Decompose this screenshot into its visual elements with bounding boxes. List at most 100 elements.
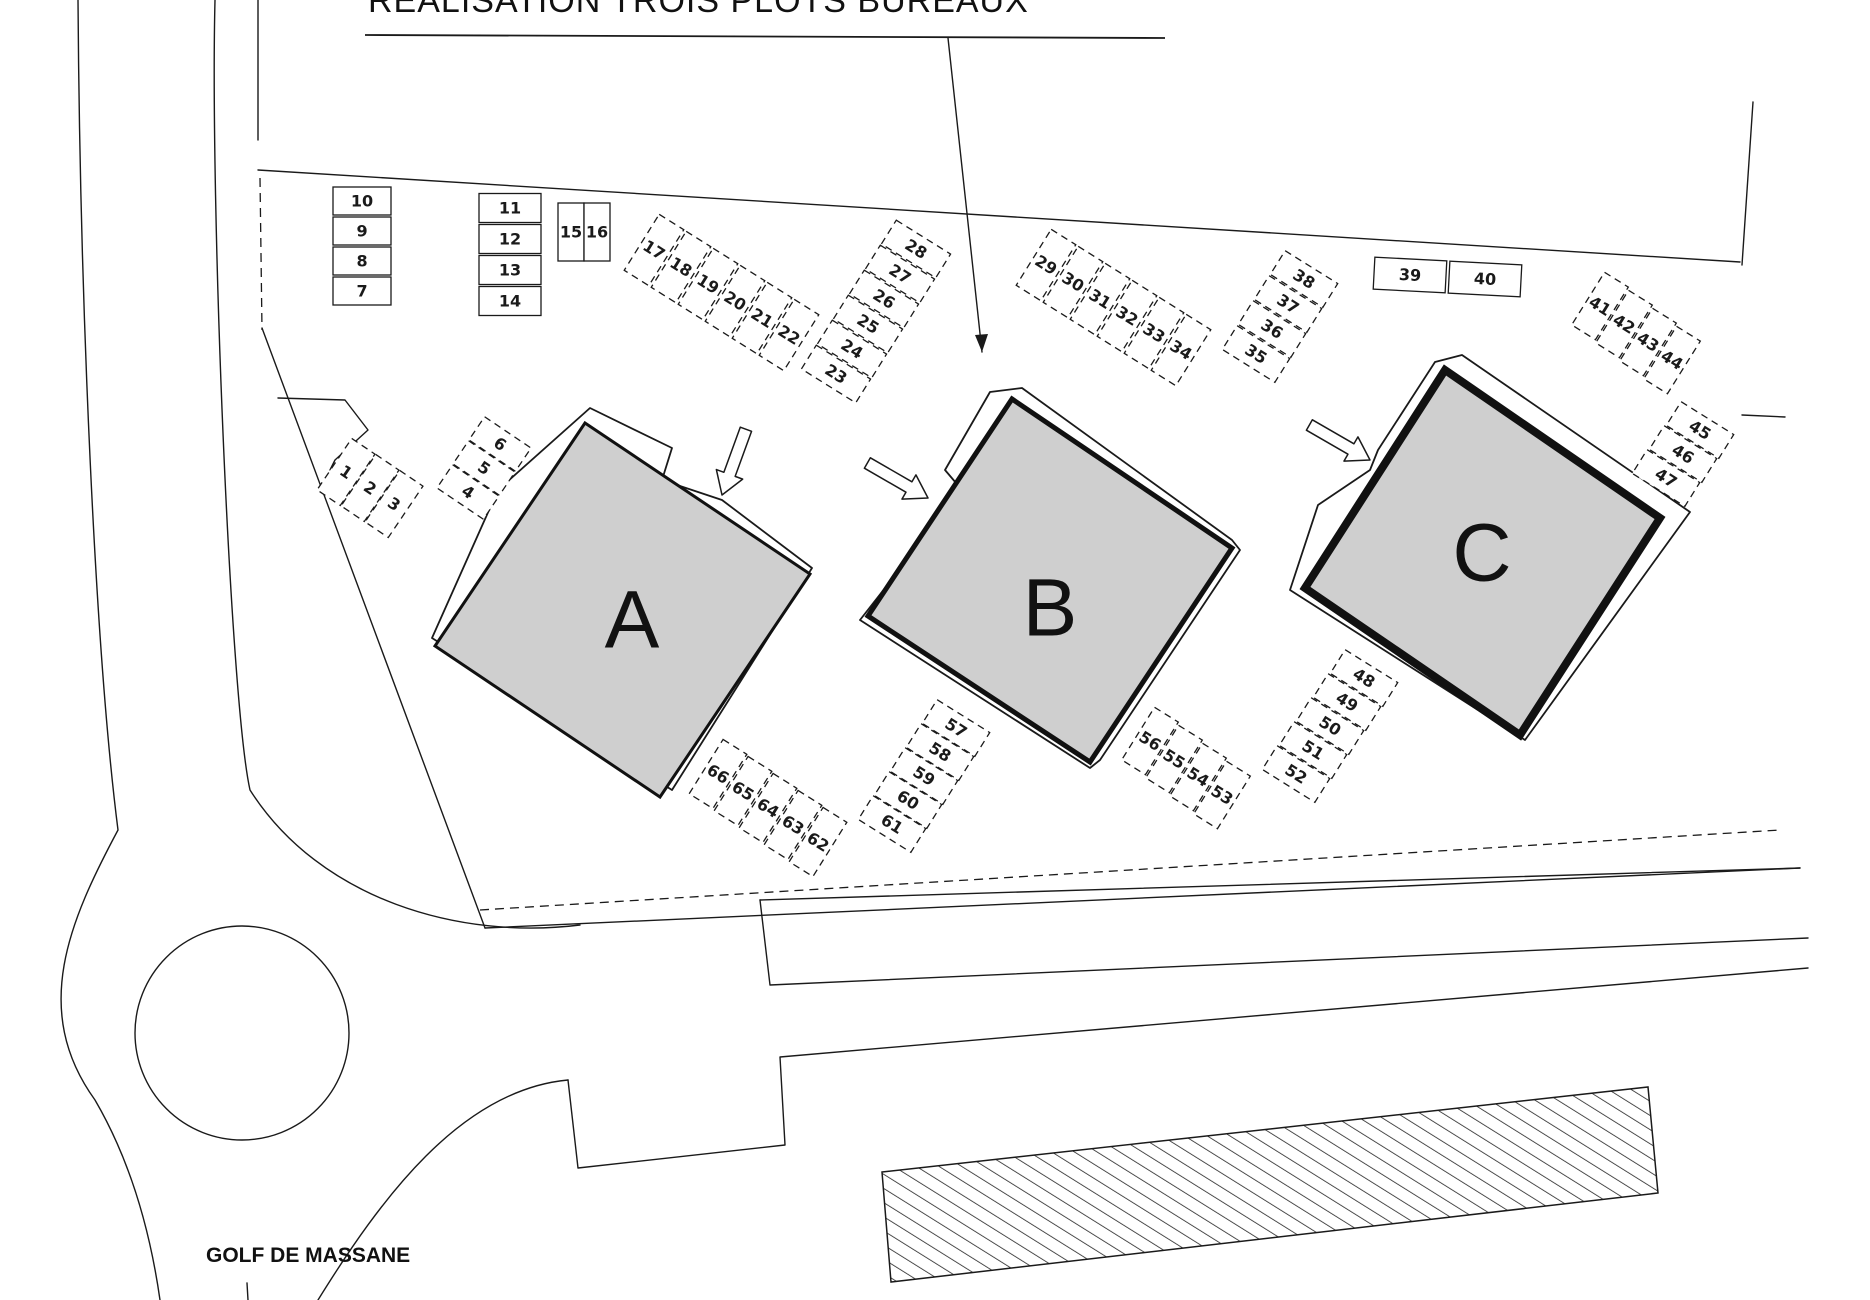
parking-stall: 18 [650, 230, 712, 304]
parking-stall-outline [1631, 448, 1701, 508]
parking-stall: 35 [1221, 324, 1291, 384]
parking-stall: 10 [332, 186, 392, 216]
parking-stall-outline [800, 344, 872, 404]
parking-stall: 29 [1015, 228, 1077, 302]
parking-stall: 49 [1312, 672, 1382, 732]
parking-stall-outline [1150, 313, 1212, 387]
parking-stall: 5 [452, 439, 516, 497]
golf-de-massane-label: GOLF DE MASSANE [206, 1244, 410, 1300]
parking-stall-number: 15 [560, 223, 582, 242]
building-c-label: C [1452, 508, 1511, 599]
parking-stall: 16 [583, 202, 611, 262]
parking-stall: 41 [1570, 271, 1630, 341]
parking-stall-number: 8 [356, 252, 367, 271]
parking-stall-outline [478, 285, 542, 317]
parking-stall-outline [1120, 706, 1180, 776]
parking-stall-outline [1237, 299, 1307, 359]
parking-stall: 38 [1269, 249, 1339, 309]
parking-stall: 15 [557, 202, 585, 262]
entrance-arrow-c [1305, 419, 1371, 462]
parking-stall-outline [332, 276, 392, 306]
parking-stall-outline [1372, 256, 1448, 294]
parking-stall-outline [880, 219, 952, 279]
parking-stall: 52 [1261, 744, 1331, 804]
parking-stall: 46 [1648, 424, 1718, 484]
parking-stall: 62 [788, 806, 848, 878]
parking-stall-outline [332, 216, 392, 246]
parking-stall-outline [1253, 274, 1323, 334]
parking-stall-outline [738, 772, 798, 844]
parking-stall: 33 [1123, 296, 1185, 370]
building-c: C [1299, 364, 1666, 741]
parking-stall: 31 [1069, 262, 1131, 336]
parking-stall-outline [1144, 724, 1204, 794]
parking-stall-outline [340, 453, 400, 523]
parking-stall: 64 [738, 772, 798, 844]
parking-stall: 40 [1447, 260, 1523, 298]
parking-stall: 47 [1631, 448, 1701, 508]
parking-stall-outline [1261, 744, 1331, 804]
parking-stall-number: 39 [1398, 265, 1421, 285]
building-a-footprint [432, 420, 813, 800]
building-a: A [432, 420, 813, 800]
roundabout [134, 925, 350, 1141]
parking-stall-number: 13 [499, 261, 521, 280]
parking-stall: 14 [478, 285, 542, 317]
parking-stall-number: 10 [351, 192, 373, 211]
parking-stall-outline [332, 186, 392, 216]
parking-stall: 1 [316, 437, 376, 507]
parking-stall-number: 16 [586, 223, 608, 242]
building-c-footprint [1299, 364, 1666, 741]
parking-stall: 51 [1278, 720, 1348, 780]
parking-stall-outline [1447, 260, 1523, 298]
parking-stall-outline [364, 469, 424, 539]
parking-stall: 23 [800, 344, 872, 404]
parking-stall-outline [1278, 720, 1348, 780]
parking-stall: 36 [1237, 299, 1307, 359]
parking-stall: 66 [688, 738, 748, 810]
parking-stall-outline [650, 230, 712, 304]
parking-stall-outline [478, 192, 542, 224]
parking-stall: 65 [713, 755, 773, 827]
parking-stall-outline [1665, 400, 1735, 460]
parking-stall: 50 [1295, 696, 1365, 756]
parking-stall-outline [1221, 324, 1291, 384]
parking-stall-outline [316, 437, 376, 507]
parking-stall-outline [478, 254, 542, 286]
parking-stall: 30 [1042, 245, 1104, 319]
parking-stall: 11 [478, 192, 542, 224]
parking-stall: 43 [1618, 307, 1678, 377]
parking-stall-outline [468, 415, 532, 473]
parking-stall-outline [704, 264, 766, 338]
building-plinths [431, 354, 1691, 791]
parking-stall-outline [1069, 262, 1131, 336]
plan-title: RÉALISATION TROIS PLOTS BUREAUX [364, 0, 1166, 39]
building-b-footprint [864, 395, 1236, 766]
parking-stall: 9 [332, 216, 392, 246]
building-b: B [864, 395, 1236, 766]
parking-stall-outline [1123, 296, 1185, 370]
parking-stall-number: 14 [499, 292, 521, 311]
parking-stall: 34 [1150, 313, 1212, 387]
parking-stall: 61 [857, 794, 927, 854]
parking-stall: 19 [677, 247, 739, 321]
parking-stall: 22 [758, 298, 820, 372]
parking-stall: 8 [332, 246, 392, 276]
building-b-label: B [1023, 563, 1078, 654]
parking-stall-outline [1570, 271, 1630, 341]
parking-stall: 45 [1665, 400, 1735, 460]
building-a-label: A [605, 575, 660, 666]
parking-stall: 21 [731, 281, 793, 355]
parking-stall: 60 [873, 770, 943, 830]
parking-stall-number: 7 [356, 282, 367, 301]
parking-stall-outline [848, 269, 920, 329]
entrance-arrow-b [863, 457, 929, 500]
existing-building-hatched [881, 1086, 1659, 1283]
parking-stall: 3 [364, 469, 424, 539]
parking-stall-outline [332, 246, 392, 276]
parking-stall: 53 [1192, 760, 1252, 830]
parking-stall-outline [832, 294, 904, 354]
parking-stall-outline [1042, 245, 1104, 319]
parking-stall: 63 [763, 789, 823, 861]
